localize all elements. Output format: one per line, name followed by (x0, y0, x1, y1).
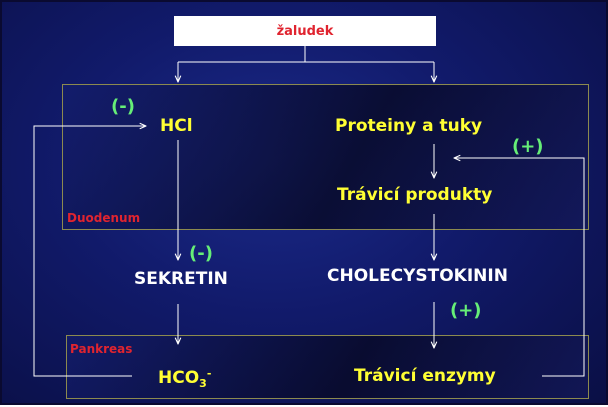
hcl-minus-sign: (-) (111, 96, 135, 117)
proteiny-node: Proteiny a tuky (335, 116, 483, 136)
hco3-base: HCO (158, 368, 200, 388)
proteiny-plus-sign: (+) (512, 136, 544, 157)
hco3-subscript: 3 (199, 377, 207, 390)
arrow-hco3-feedback (33, 126, 146, 377)
travici-enzymy-node: Trávicí enzymy (354, 366, 496, 386)
hco3-superscript: - (206, 367, 212, 380)
hco3-node: HCO3- (158, 367, 211, 390)
hcl-node: HCl (160, 116, 193, 136)
travici-produkty-node: Trávicí produkty (337, 185, 493, 205)
pankreas-label: Pankreas (70, 342, 133, 356)
cck-plus-sign: (+) (450, 300, 482, 321)
zaludek-label: žaludek (276, 23, 334, 39)
arrow-zaludek-split (178, 46, 434, 63)
sekretin-node: SEKRETIN (134, 269, 228, 289)
arrow-enzymy-feedback (454, 158, 585, 377)
duodenum-region: Duodenum (62, 84, 589, 230)
cholecystokinin-node: CHOLECYSTOKININ (327, 266, 508, 286)
duodenum-label: Duodenum (67, 211, 141, 225)
pankreas-region: Pankreas (66, 335, 589, 399)
zaludek-box: žaludek (174, 16, 436, 46)
sekretin-minus-sign: (-) (189, 243, 213, 264)
